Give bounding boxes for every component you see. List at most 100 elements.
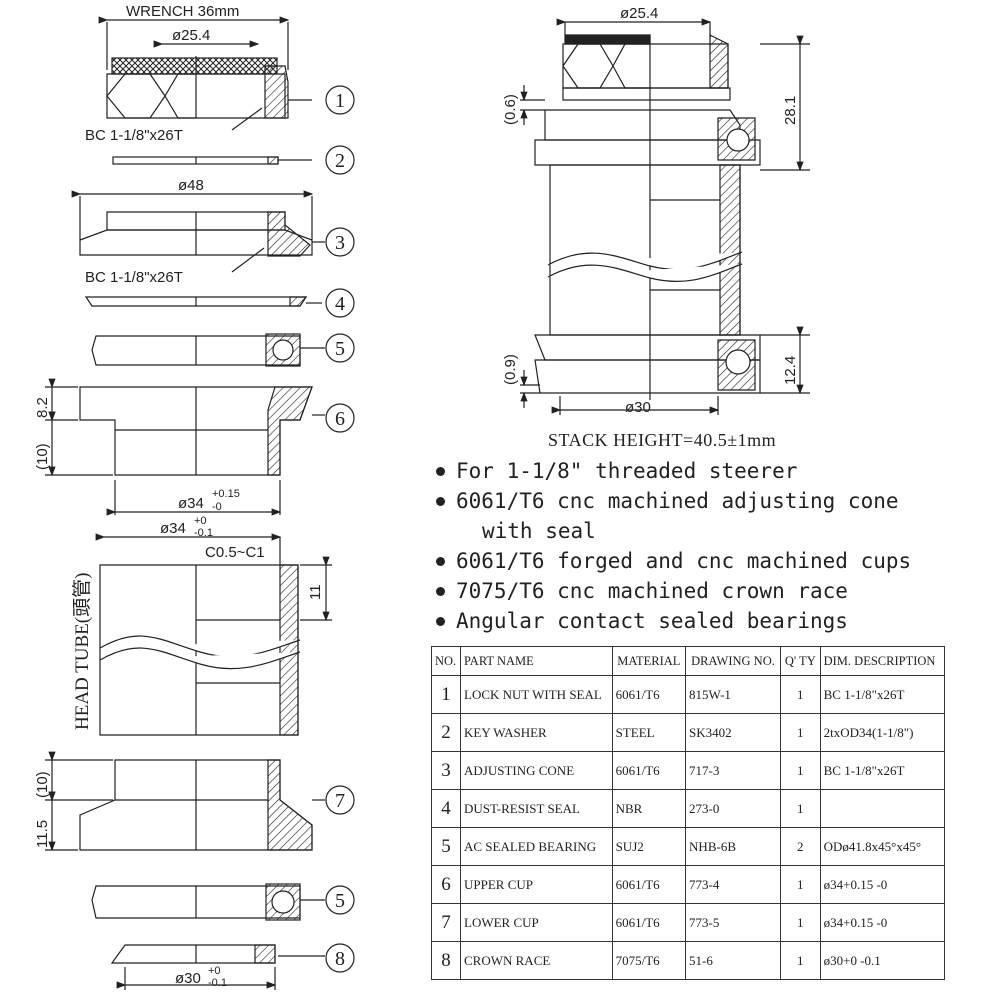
assembly-section <box>520 18 810 415</box>
part-4-dust-seal <box>84 296 322 307</box>
cell-no: 8 <box>431 941 461 980</box>
cell-qty: 1 <box>780 789 821 828</box>
callout-3-num: 3 <box>335 232 345 254</box>
d34-tol-label: ø34 <box>178 495 204 512</box>
cell-qty: 1 <box>780 713 821 752</box>
col-material: MATERIAL <box>611 646 687 676</box>
cell-material: 6061/T6 <box>611 903 687 942</box>
feature-item-continuation: with seal <box>432 516 992 546</box>
callout-6-num: 6 <box>335 408 345 430</box>
d34-cup-sub: -0.1 <box>194 527 213 539</box>
cell-qty: 2 <box>780 827 821 866</box>
col-qty: Q' TY <box>780 646 821 676</box>
cell-dim-description: BC 1-1/8"x26T <box>819 751 946 790</box>
dim-09-label: (0.9) <box>502 354 519 385</box>
dim-124-label: 12.4 <box>782 356 799 385</box>
callout-8-num: 8 <box>335 948 345 970</box>
feature-item: 6061/T6 cnc machined adjusting cone <box>432 486 992 516</box>
callout-5b-num: 5 <box>335 890 345 912</box>
cell-no: 4 <box>431 789 461 828</box>
wrench-label: WRENCH 36mm <box>126 3 239 20</box>
part-5-bearing-upper <box>91 333 325 367</box>
part-8-crown-race <box>110 944 325 990</box>
part-2-key-washer <box>112 156 312 165</box>
table-header-row: NO. PART NAME MATERIAL DRAWING NO. Q' TY… <box>431 646 946 676</box>
cell-drawing-no: 815W-1 <box>685 675 781 714</box>
bullet-icon <box>436 557 445 566</box>
cell-material: NBR <box>611 789 687 828</box>
d30-sub: -0.1 <box>208 977 227 989</box>
cell-material: SUJ2 <box>611 827 687 866</box>
cell-material: 6061/T6 <box>611 751 687 790</box>
d30-right-label: ø30 <box>625 399 651 416</box>
callout-numbers: 1 2 3 4 5 6 7 5 8 <box>335 90 345 970</box>
cell-qty: 1 <box>780 941 821 980</box>
dim-06-label: (0.6) <box>502 94 519 125</box>
d34-cup-sup: +0 <box>194 515 207 527</box>
cell-dim-description: BC 1-1/8"x26T <box>819 675 946 714</box>
callout-5a <box>325 333 355 363</box>
feature-text: 7075/T6 cnc machined crown race <box>456 579 848 603</box>
callout-5a-num: 5 <box>335 338 345 360</box>
cell-drawing-no: 773-4 <box>685 865 781 904</box>
callout-3 <box>325 227 355 257</box>
bullet-icon <box>436 587 445 596</box>
d48-label: ø48 <box>178 177 204 194</box>
bullet-icon <box>436 617 445 626</box>
cell-qty: 1 <box>780 675 821 714</box>
bullet-icon <box>436 467 445 476</box>
d34-tol-sub: -0 <box>212 501 222 513</box>
feature-item: 7075/T6 cnc machined crown race <box>432 576 992 606</box>
feature-list: For 1-1/8" threaded steerer 6061/T6 cnc … <box>432 456 992 636</box>
callout-8 <box>325 943 355 973</box>
dim-10b-label: (10) <box>34 771 51 798</box>
callout-4 <box>325 288 355 318</box>
part-6-upper-cup <box>45 378 325 516</box>
bullet-icon <box>436 497 445 506</box>
feature-item: For 1-1/8" threaded steerer <box>432 456 992 486</box>
part-1-lock-nut <box>98 16 312 131</box>
callout-6 <box>325 403 355 433</box>
d30-sup: +0 <box>208 965 221 977</box>
cell-drawing-no: 273-0 <box>685 789 781 828</box>
cell-material: 6061/T6 <box>611 865 687 904</box>
cell-qty: 1 <box>780 751 821 790</box>
cell-drawing-no: 773-5 <box>685 903 781 942</box>
feature-text: 6061/T6 forged and cnc machined cups <box>456 549 912 573</box>
dimension-labels: WRENCH 36mm ø25.4 BC 1-1/8"x26T ø48 BC 1… <box>85 3 658 987</box>
dim-11-label: 11 <box>307 584 324 600</box>
dim-115-label: 11.5 <box>34 820 51 848</box>
feature-text: Angular contact sealed bearings <box>456 609 848 633</box>
dim-82-label: 8.2 <box>34 397 51 418</box>
feature-text: For 1-1/8" threaded steerer <box>456 459 798 483</box>
cell-dim-description <box>819 789 946 828</box>
cell-no: 5 <box>431 827 461 866</box>
cell-no: 3 <box>431 751 461 790</box>
dim-10a-label: (10) <box>34 443 51 470</box>
stack-height: STACK HEIGHT=40.5±1mm <box>548 430 777 450</box>
feature-item: Angular contact sealed bearings <box>432 606 992 636</box>
callouts <box>325 85 355 973</box>
parts-table: NO. PART NAME MATERIAL DRAWING NO. Q' TY… <box>431 646 946 980</box>
callout-2-num: 2 <box>335 150 345 172</box>
feature-text: 6061/T6 cnc machined adjusting cone <box>456 489 899 513</box>
cell-dim-description: ø30+0 -0.1 <box>819 941 946 980</box>
cell-drawing-no: SK3402 <box>685 713 781 752</box>
d34-tol-sup: +0.15 <box>212 488 240 500</box>
callout-2 <box>325 145 355 175</box>
col-no: NO. <box>431 646 461 676</box>
callout-1 <box>325 85 355 115</box>
bc-label-3: BC 1-1/8"x26T <box>85 269 183 286</box>
cell-drawing-no: NHB-6B <box>685 827 781 866</box>
cell-material: STEEL <box>611 713 687 752</box>
cell-qty: 1 <box>780 865 821 904</box>
